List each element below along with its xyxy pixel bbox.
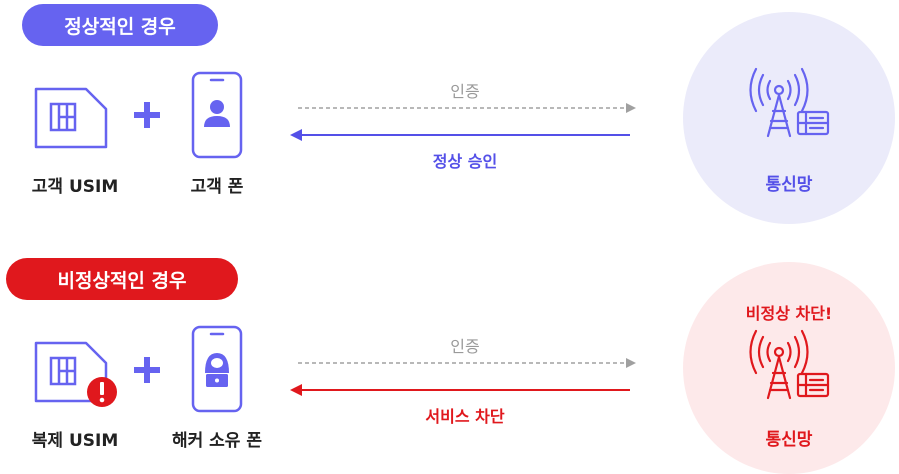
hacker-phone-label: 해커 소유 폰 [171,431,263,451]
plus-icon [134,102,160,128]
warning-icon [87,377,117,407]
network-circle-normal [683,12,895,224]
cell-tower-icon [749,67,830,138]
approval-response-arrow [290,129,630,141]
plus-icon [134,357,160,383]
auth-request-arrow [298,103,636,113]
network-circle-abnormal [683,262,895,474]
cell-tower-icon [749,329,830,400]
network-label-normal: 통신망 [765,175,813,195]
network-label-abnormal: 통신망 [765,430,813,450]
auth-request-arrow-abnormal [298,358,636,368]
abnormal-case-badge: 비정상적인 경우 [6,258,238,300]
customer-phone-label: 고객 폰 [190,177,244,197]
service-block-label: 서비스 차단 [425,407,505,426]
normal-approval-label: 정상 승인 [432,152,498,171]
sim-card-icon [34,87,108,149]
phone-user-icon [191,71,243,159]
block-response-arrow [290,384,630,396]
abnormal-block-alert: 비정상 차단! [745,304,833,323]
normal-case-badge: 정상적인 경우 [22,4,218,46]
auth-label: 인증 [450,82,480,101]
customer-usim-label: 고객 USIM [31,177,119,197]
cloned-usim-label: 복제 USIM [31,431,119,451]
phone-hacker-icon [191,325,243,413]
auth-label-abnormal: 인증 [450,337,480,356]
